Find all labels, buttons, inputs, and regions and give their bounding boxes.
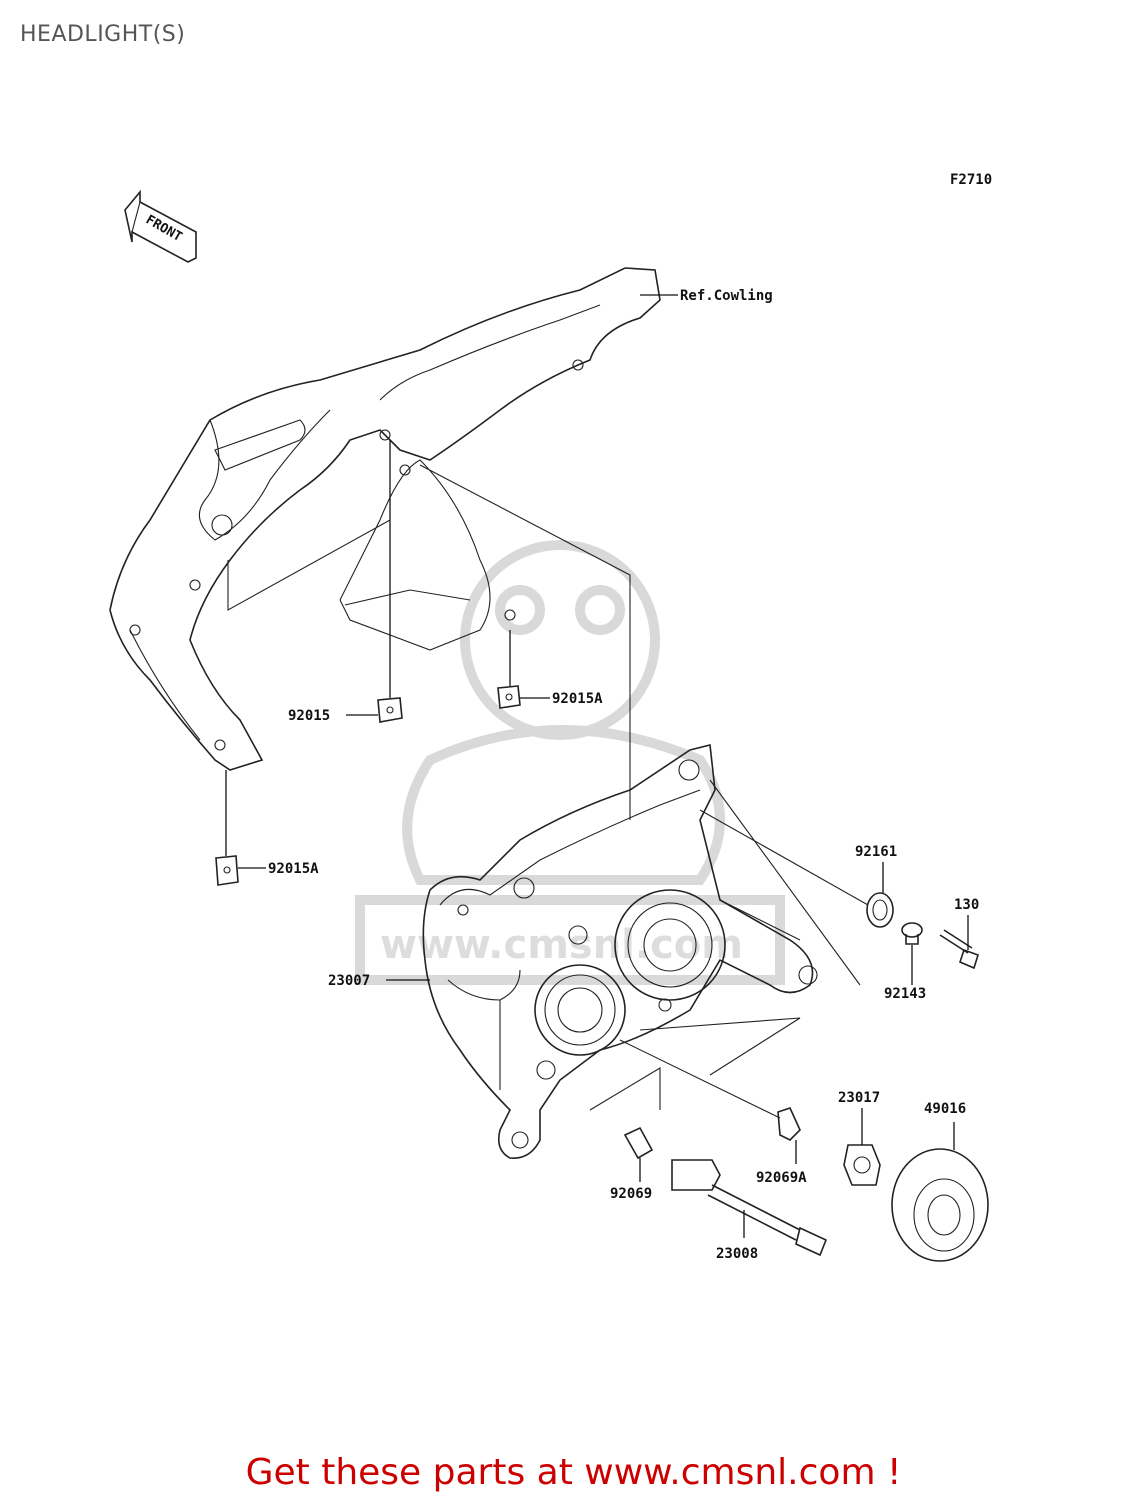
- figure-code: F2710: [950, 172, 992, 188]
- label-130: 130: [954, 897, 979, 913]
- socket-23017: [843, 1144, 881, 1186]
- label-23008: 23008: [716, 1246, 758, 1262]
- label-92015a-top: 92015A: [552, 691, 603, 707]
- label-92143: 92143: [884, 986, 926, 1002]
- page-title: HEADLIGHT(S): [20, 22, 186, 47]
- watermark-text: www.cmsnl.com: [380, 922, 743, 968]
- label-92015a-bottom: 92015A: [268, 861, 319, 877]
- bulb-92069a: [619, 1017, 801, 1141]
- bulb-92069: [589, 1067, 661, 1160]
- harness-23008: [671, 1159, 828, 1257]
- cover-49016: [891, 1148, 989, 1262]
- label-92069a: 92069A: [756, 1170, 807, 1186]
- parts-diagram: www.cmsnl.com F2710 FRONT Ref.Cowling: [109, 172, 992, 1262]
- label-23007: 23007: [328, 973, 370, 989]
- front-arrow-label: FRONT: [143, 212, 185, 245]
- label-49016: 49016: [924, 1101, 966, 1117]
- label-92161: 92161: [855, 844, 897, 860]
- cowling-panel: [109, 267, 661, 820]
- label-92015: 92015: [288, 708, 330, 724]
- label-ref-cowling: Ref.Cowling: [680, 288, 773, 304]
- grommet-92161: [699, 779, 894, 986]
- watermark: www.cmsnl.com: [355, 540, 785, 985]
- collar-92143: [901, 922, 923, 945]
- clip-92015a-bottom: [215, 770, 239, 886]
- clip-92015: [377, 440, 403, 723]
- bolt-130: [939, 929, 979, 970]
- headlight-assembly: [422, 744, 818, 1159]
- label-92069: 92069: [610, 1186, 652, 1202]
- clip-92015a-top: [497, 630, 521, 709]
- footer-link[interactable]: Get these parts at www.cmsnl.com !: [245, 1452, 902, 1493]
- front-arrow-icon: FRONT: [124, 189, 197, 263]
- label-23017: 23017: [838, 1090, 880, 1106]
